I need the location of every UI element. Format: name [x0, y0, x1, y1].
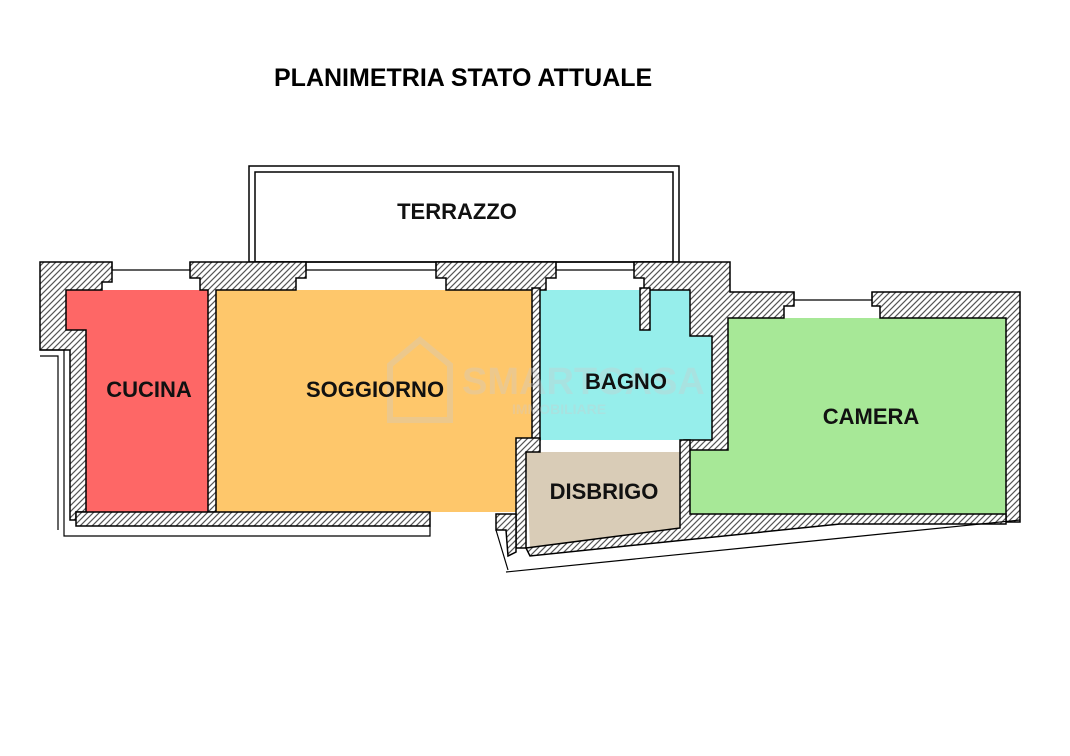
room-label-soggiorno: SOGGIORNO	[306, 377, 444, 402]
room-label-terrazzo: TERRAZZO	[397, 199, 517, 224]
room-label-bagno: BAGNO	[585, 369, 667, 394]
terrace	[248, 165, 680, 263]
watermark-brand: SMARTCASA	[462, 361, 705, 403]
house-icon	[387, 336, 453, 423]
room-cucina-fill	[66, 290, 210, 512]
room-camera-fill	[684, 318, 1006, 514]
outline-lines	[40, 262, 1021, 573]
walls	[39, 261, 1021, 558]
watermark-tagline: IMMOBILIARE	[512, 401, 606, 417]
watermark: SMARTCASA IMMOBILIARE	[387, 336, 705, 423]
plan-title: PLANIMETRIA STATO ATTUALE	[274, 64, 652, 92]
room-label-disbrigo: DISBRIGO	[550, 479, 659, 504]
room-bagno-fill	[540, 290, 712, 440]
room-label-camera: CAMERA	[823, 404, 920, 429]
room-disbrigo-fill	[526, 452, 680, 548]
room-soggiorno-fill	[216, 290, 532, 526]
room-label-cucina: CUCINA	[106, 377, 192, 402]
